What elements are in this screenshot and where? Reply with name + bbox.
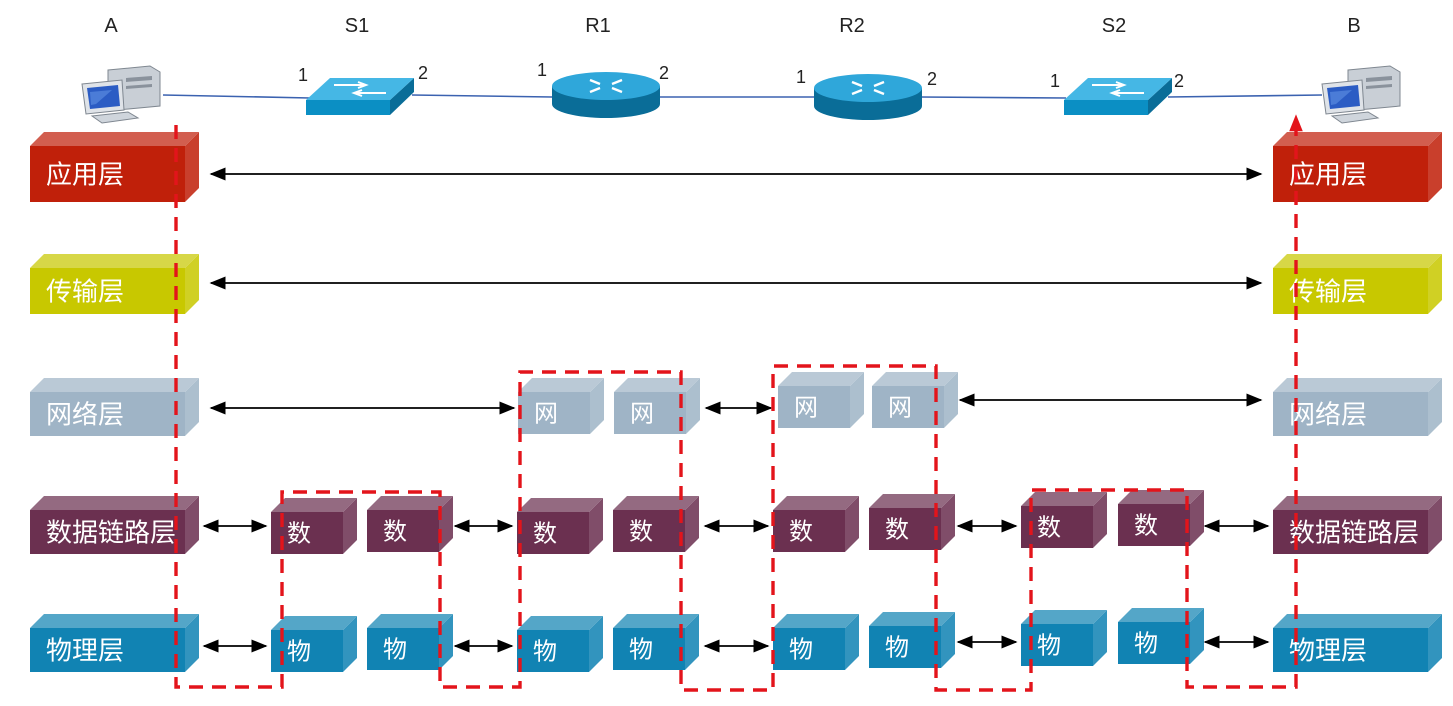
- network-block-label: 网: [794, 394, 818, 422]
- datalink-block-label: 数: [383, 518, 407, 546]
- physical-block: 物: [367, 614, 453, 670]
- transport-layer-block-label: 传输层: [46, 277, 124, 307]
- physical-layer-block: 物理层: [1273, 614, 1442, 672]
- network-block-label: 网: [534, 400, 558, 428]
- data-path: [174, 114, 1303, 692]
- physical-block: 物: [773, 614, 859, 670]
- physical-block: 物: [1021, 610, 1107, 666]
- datalink-block: 数: [613, 496, 699, 552]
- port-s1-2: 2: [418, 63, 428, 83]
- physical-block: 物: [1118, 608, 1204, 664]
- network-block: 网: [778, 372, 864, 428]
- datalink-block: 数: [271, 498, 357, 554]
- computer-icon: [81, 65, 161, 124]
- port-s2-2: 2: [1174, 71, 1184, 91]
- application-layer-block-label: 应用层: [46, 160, 124, 190]
- physical-block-label: 物: [1134, 630, 1158, 658]
- network-layer-block-label: 网络层: [1289, 400, 1367, 430]
- physical-block: 物: [869, 612, 955, 668]
- datalink-block: 数: [869, 494, 955, 550]
- datalink-layer-block: 数据链路层: [1273, 496, 1442, 554]
- physical-block: 物: [517, 616, 603, 672]
- physical-layer-block-label: 物理层: [1289, 636, 1367, 666]
- network-layer-block: 网络层: [1273, 378, 1442, 436]
- datalink-block: 数: [1021, 492, 1107, 548]
- datalink-block-label: 数: [629, 518, 653, 546]
- datalink-block-label: 数: [885, 516, 909, 544]
- physical-block-label: 物: [383, 636, 407, 664]
- switch-icon: [1064, 78, 1172, 115]
- network-layer-block-label: 网络层: [46, 400, 124, 430]
- datalink-block: 数: [517, 498, 603, 554]
- computer-icon: [1321, 65, 1401, 124]
- datalink-block-label: 数: [533, 520, 557, 548]
- router-icon: [552, 72, 660, 118]
- node-label-b: B: [1347, 15, 1360, 37]
- switch-icon: [306, 78, 414, 115]
- port-r2-1: 1: [796, 67, 806, 87]
- router-icon: [814, 74, 922, 120]
- physical-block-label: 物: [1037, 632, 1061, 660]
- application-layer-block-label: 应用层: [1289, 160, 1367, 190]
- layer-arrows: [202, 167, 1270, 653]
- datalink-block-label: 数: [1134, 512, 1158, 540]
- port-s1-1: 1: [298, 65, 308, 85]
- network-layer-block: 网络层: [30, 378, 199, 436]
- network-block-label: 网: [630, 400, 654, 428]
- physical-block-label: 物: [287, 638, 311, 666]
- datalink-layer-block-label: 数据链路层: [46, 518, 176, 548]
- transport-layer-block: 传输层: [30, 254, 199, 314]
- node-label-r2: R2: [839, 15, 865, 37]
- port-r1-2: 2: [659, 63, 669, 83]
- physical-layer-block-label: 物理层: [46, 636, 124, 666]
- datalink-block: 数: [773, 496, 859, 552]
- network-block: 网: [518, 378, 604, 434]
- application-layer-block: 应用层: [30, 132, 199, 202]
- physical-block: 物: [271, 616, 357, 672]
- physical-block: 物: [613, 614, 699, 670]
- datalink-block-label: 数: [287, 520, 311, 548]
- physical-layer-block: 物理层: [30, 614, 199, 672]
- port-s2-1: 1: [1050, 71, 1060, 91]
- physical-block-label: 物: [885, 634, 909, 662]
- datalink-block: 数: [1118, 490, 1204, 546]
- network-block: 网: [872, 372, 958, 428]
- node-label-r1: R1: [585, 15, 611, 37]
- transport-layer-block-label: 传输层: [1289, 277, 1367, 307]
- node-label-s1: S1: [345, 15, 369, 37]
- port-r2-2: 2: [927, 69, 937, 89]
- datalink-layer-block: 数据链路层: [30, 496, 199, 554]
- datalink-layer-block-label: 数据链路层: [1289, 518, 1419, 548]
- physical-block-label: 物: [789, 636, 813, 664]
- link-lines: [162, 94, 1323, 99]
- port-r1-1: 1: [537, 60, 547, 80]
- application-layer-block: 应用层: [1273, 132, 1442, 202]
- network-block-label: 网: [888, 394, 912, 422]
- datalink-block-label: 数: [789, 518, 813, 546]
- datalink-block-label: 数: [1037, 514, 1061, 542]
- physical-block-label: 物: [533, 638, 557, 666]
- physical-block-label: 物: [629, 636, 653, 664]
- network-block: 网: [614, 378, 700, 434]
- node-label-a: A: [104, 15, 118, 37]
- transport-layer-block: 传输层: [1273, 254, 1442, 314]
- datalink-block: 数: [367, 496, 453, 552]
- node-label-s2: S2: [1102, 15, 1126, 37]
